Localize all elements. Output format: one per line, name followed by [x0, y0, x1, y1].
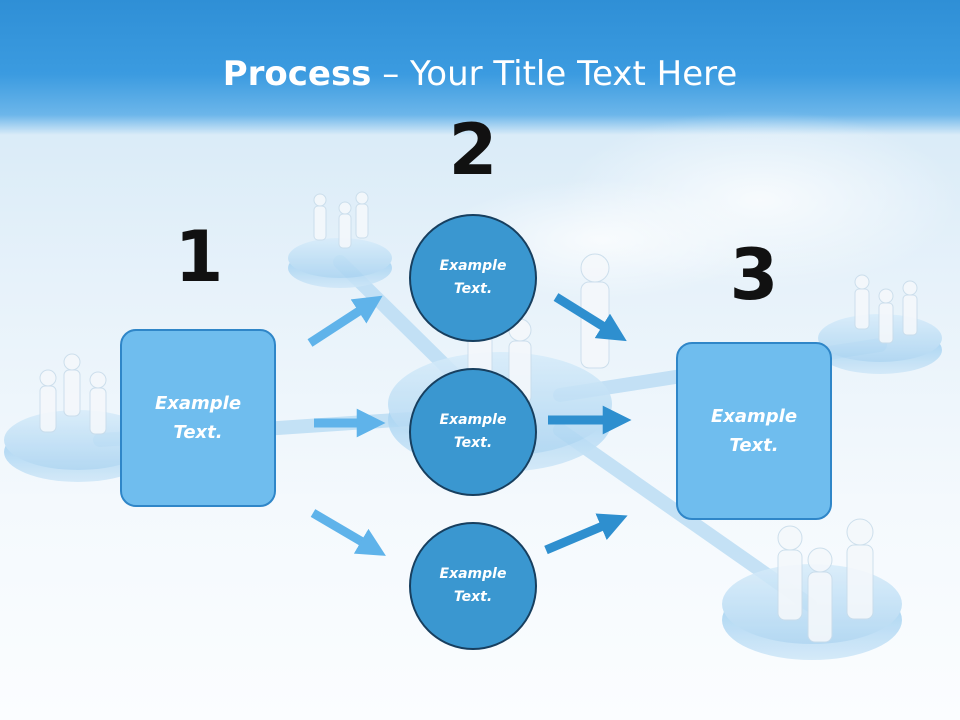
step-3-number: 3: [729, 234, 779, 316]
step-2-number: 2: [448, 109, 498, 191]
step-2-circle-bottom: Example Text.: [409, 522, 537, 650]
step-1-number: 1: [174, 216, 224, 298]
title-bold: Process: [222, 54, 372, 94]
title-rest: – Your Title Text Here: [371, 54, 738, 94]
arrow-1-to-2-top: [307, 295, 383, 347]
step-2-circle-top: Example Text.: [409, 214, 537, 342]
arrow-2-to-3-bottom: [544, 513, 628, 555]
step-1-box: Example Text.: [120, 329, 276, 507]
arrow-1-to-2-bottom: [310, 509, 386, 556]
arrow-2-to-3-top: [553, 293, 627, 342]
slide-title: Process – Your Title Text Here: [0, 52, 960, 96]
step-2-circle-middle: Example Text.: [409, 368, 537, 496]
step-3-box: Example Text.: [676, 342, 832, 520]
